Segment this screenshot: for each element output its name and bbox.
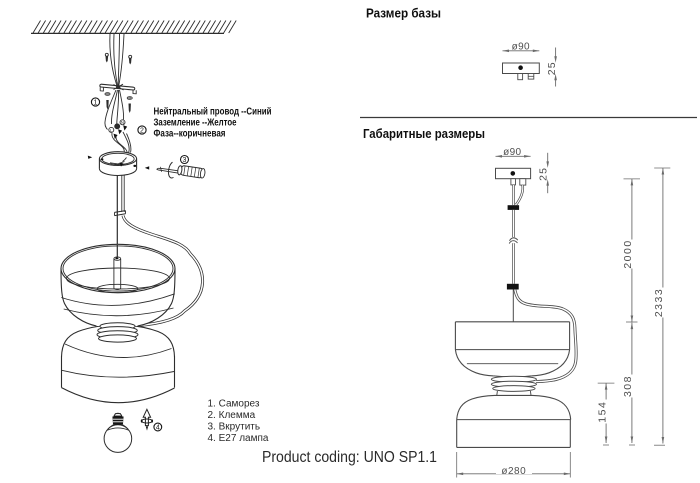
- svg-text:N: N: [121, 120, 124, 125]
- svg-text:1. Саморез: 1. Саморез: [208, 399, 260, 410]
- svg-text:Заземление --Желтое: Заземление --Желтое: [154, 118, 237, 129]
- svg-text:4. E27 лампа: 4. E27 лампа: [208, 433, 269, 444]
- svg-text:4: 4: [156, 425, 160, 432]
- svg-text:ø280: ø280: [501, 466, 526, 477]
- svg-text:25: 25: [537, 167, 549, 181]
- svg-text:Product coding: UNO SP1.1: Product coding: UNO SP1.1: [262, 449, 437, 466]
- svg-text:3: 3: [183, 157, 187, 164]
- svg-text:1: 1: [94, 100, 98, 107]
- svg-text:308: 308: [622, 375, 634, 397]
- svg-text:Нейтральный провод --Синий: Нейтральный провод --Синий: [154, 107, 272, 118]
- svg-text:Фаза--коричневая: Фаза--коричневая: [154, 129, 226, 140]
- svg-text:ø90: ø90: [512, 42, 530, 53]
- svg-text:2. Клемма: 2. Клемма: [208, 410, 256, 421]
- svg-text:Размер базы: Размер базы: [366, 7, 441, 21]
- svg-text:2: 2: [140, 128, 144, 135]
- svg-text:L: L: [110, 128, 113, 133]
- svg-text:2000: 2000: [622, 239, 634, 268]
- svg-text:3. Вкрутить: 3. Вкрутить: [208, 422, 261, 433]
- svg-text:2333: 2333: [653, 288, 665, 317]
- svg-text:154: 154: [597, 401, 609, 423]
- svg-text:ø90: ø90: [503, 147, 521, 158]
- svg-text:25: 25: [546, 61, 558, 75]
- svg-text:Габаритные размеры: Габаритные размеры: [363, 127, 485, 141]
